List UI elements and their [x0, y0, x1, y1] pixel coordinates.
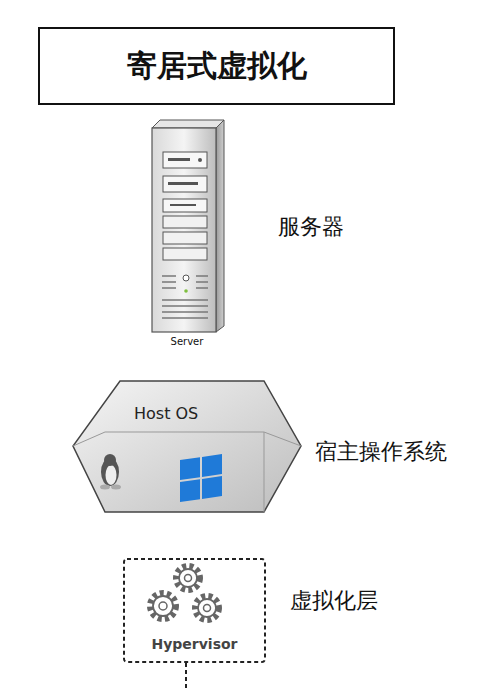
side-label: 服务器 — [278, 212, 344, 242]
gear-icon — [150, 566, 219, 620]
server-caption: Server — [171, 336, 204, 347]
text-holder: Host OS — [134, 404, 198, 423]
title-text: 寄居式虚拟化 — [127, 46, 307, 87]
edge-line — [264, 432, 265, 512]
dashed-line — [185, 663, 187, 688]
node-text: Hypervisor — [115, 636, 274, 652]
title-box: 寄居式虚拟化 — [38, 27, 395, 105]
edge-line — [73, 432, 301, 446]
side-label: 宿主操作系统 — [315, 437, 447, 467]
host-os-outline — [73, 381, 301, 512]
side-label: 虚拟化层 — [290, 586, 378, 616]
linux-penguin — [100, 454, 121, 490]
text-holder: Hypervisor — [115, 636, 274, 652]
node-text: Host OS — [134, 404, 198, 423]
host-os-box: Host OS — [72, 380, 302, 513]
hexagon-shape — [72, 380, 302, 513]
server-illustration — [152, 120, 224, 332]
hypervisor-box: Hypervisor — [115, 558, 274, 663]
windows-logo — [180, 454, 222, 502]
